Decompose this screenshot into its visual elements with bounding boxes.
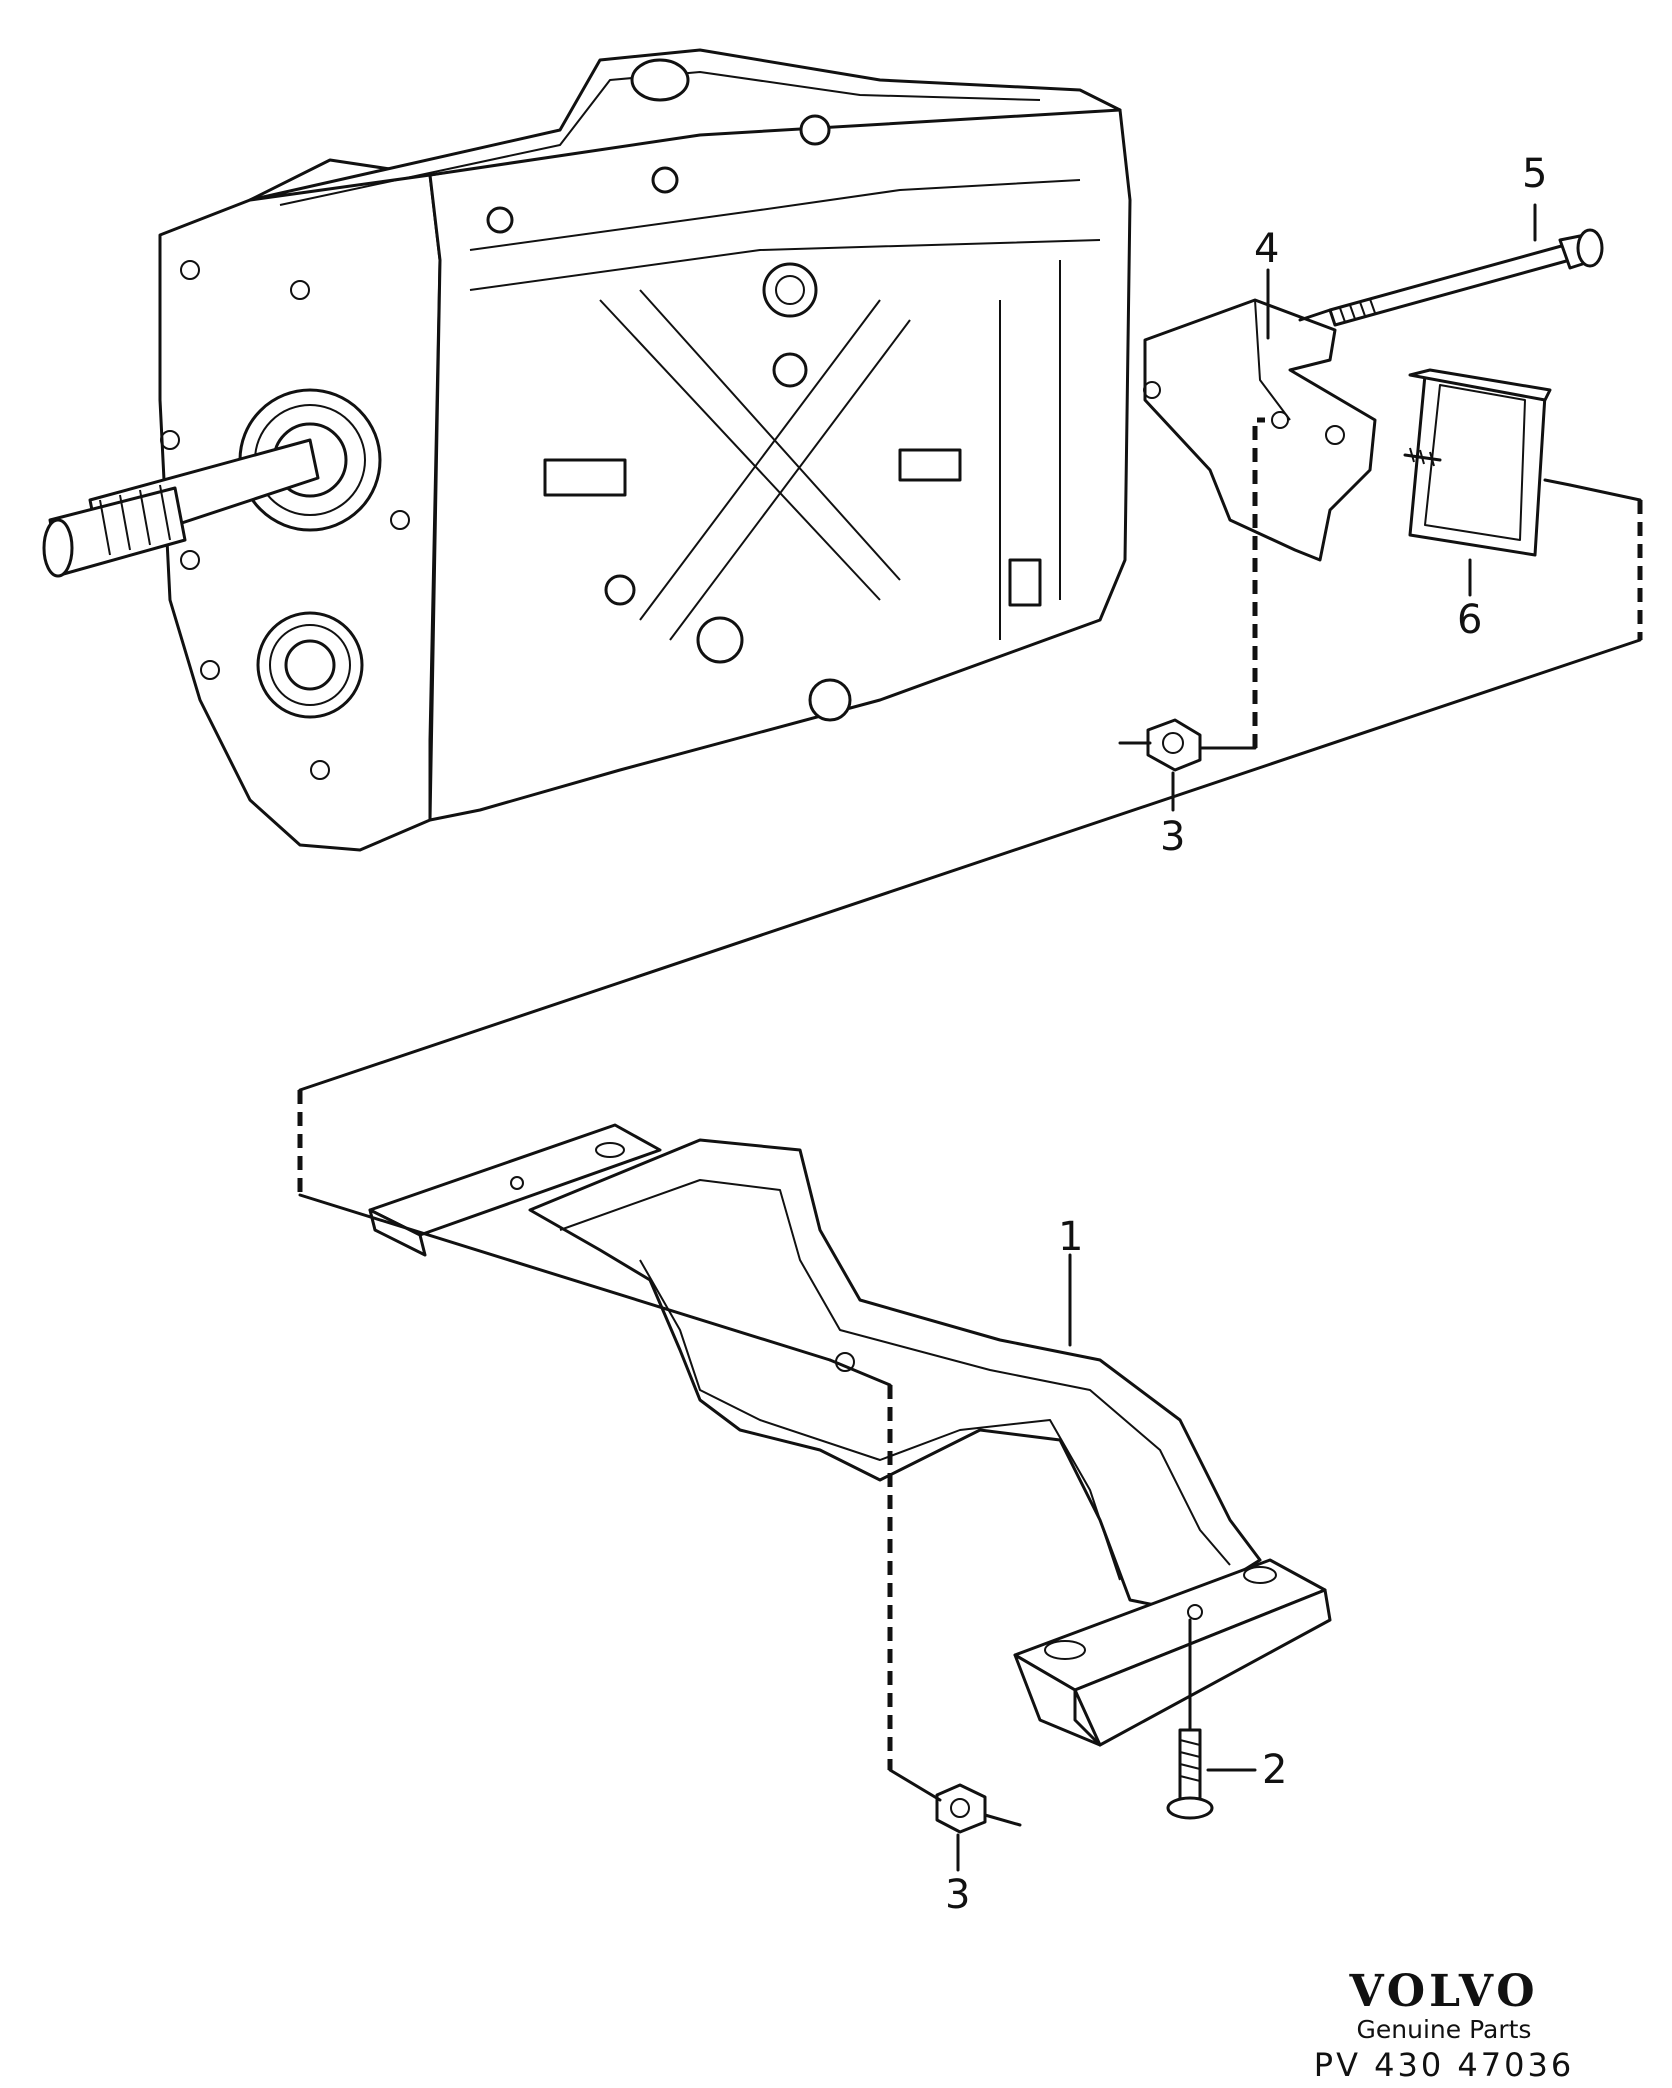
mounting-bracket-part-4: [1143, 298, 1377, 562]
brand-block: VOLVO Genuine Parts PV 430 47036: [1294, 1966, 1594, 2085]
callout-label-4: 4: [1254, 226, 1279, 272]
diagram-reference-number: PV 430 47036: [1313, 2046, 1575, 2084]
screw-part-2: [1166, 1698, 1214, 1820]
callout-label-2: 2: [1262, 1747, 1287, 1793]
callout-label-5: 5: [1522, 151, 1547, 197]
rubber-mount-part-6: [1403, 368, 1572, 557]
callout-label-1: 1: [1058, 1214, 1083, 1260]
callout-label-3-upper: 3: [1160, 814, 1185, 860]
crossmember-part-1: [368, 1123, 1332, 1747]
assembly-lines: [297, 308, 1643, 1802]
brand-tagline: Genuine Parts: [1356, 2015, 1532, 2044]
bolt-part-5: [1328, 228, 1604, 327]
nut-part-3-upper: [1118, 718, 1257, 772]
volvo-logo: VOLVO: [1349, 1966, 1539, 2017]
callout-label-3-lower: 3: [945, 1872, 970, 1918]
gearbox-illustration: [42, 48, 1132, 852]
nut-part-3-lower: [935, 1783, 1022, 1834]
leader-lines: [956, 203, 1537, 1872]
callout-label-6: 6: [1457, 597, 1482, 643]
